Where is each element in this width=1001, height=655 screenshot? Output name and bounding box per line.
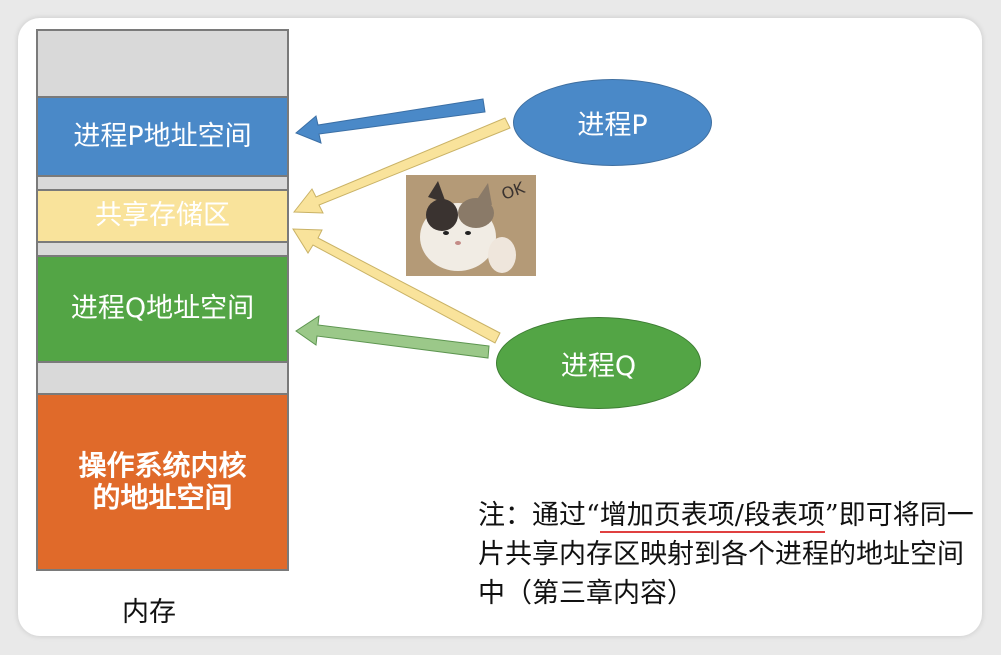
free-segment-4 [37,362,288,394]
process-q-segment-label: 进程Q地址空间 [70,293,255,325]
process-p-node: 进程P [513,79,712,166]
os-kernel-label-line2: 的地址空间 [92,481,233,514]
process-q-node: 进程Q [496,317,701,409]
arrow-q-to-shared [292,228,501,344]
note-highlight: 增加页表项/段表项 [599,500,825,533]
note-suffix: ”即可将同一片共享内存区映射到各个进程的地址空间中（第三章内容） [478,500,974,609]
process-p-label: 进程P [577,110,648,141]
process-p-segment: 进程P地址空间 [37,97,288,176]
process-q-segment: 进程Q地址空间 [37,256,288,362]
free-segment-2 [37,176,288,190]
process-q-label: 进程Q [560,350,637,382]
memory-label: 内存 [122,597,176,628]
free-segment-top [37,30,288,97]
note-prefix: 注：通过“ [478,500,600,531]
os-kernel-label-line1: 操作系统内核 [78,448,247,482]
shared-memory-segment-label: 共享存储区 [95,200,230,232]
memory-column: 进程P地址空间 共享存储区 进程Q地址空间 操作系统内核 的地址空间 [36,29,289,571]
cat-ok-sticker-icon: OK [406,175,536,276]
arrow-p-to-shared [293,117,511,214]
arrow-q-to-q-space [295,315,490,359]
os-kernel-segment: 操作系统内核 的地址空间 [37,394,288,570]
shared-memory-segment: 共享存储区 [37,190,288,242]
arrow-p-to-p-space [295,98,486,144]
free-segment-3 [37,242,288,256]
note-text: 注：通过“增加页表项/段表项”即可将同一片共享内存区映射到各个进程的地址空间中（… [478,496,978,613]
process-p-segment-label: 进程P地址空间 [73,120,252,152]
